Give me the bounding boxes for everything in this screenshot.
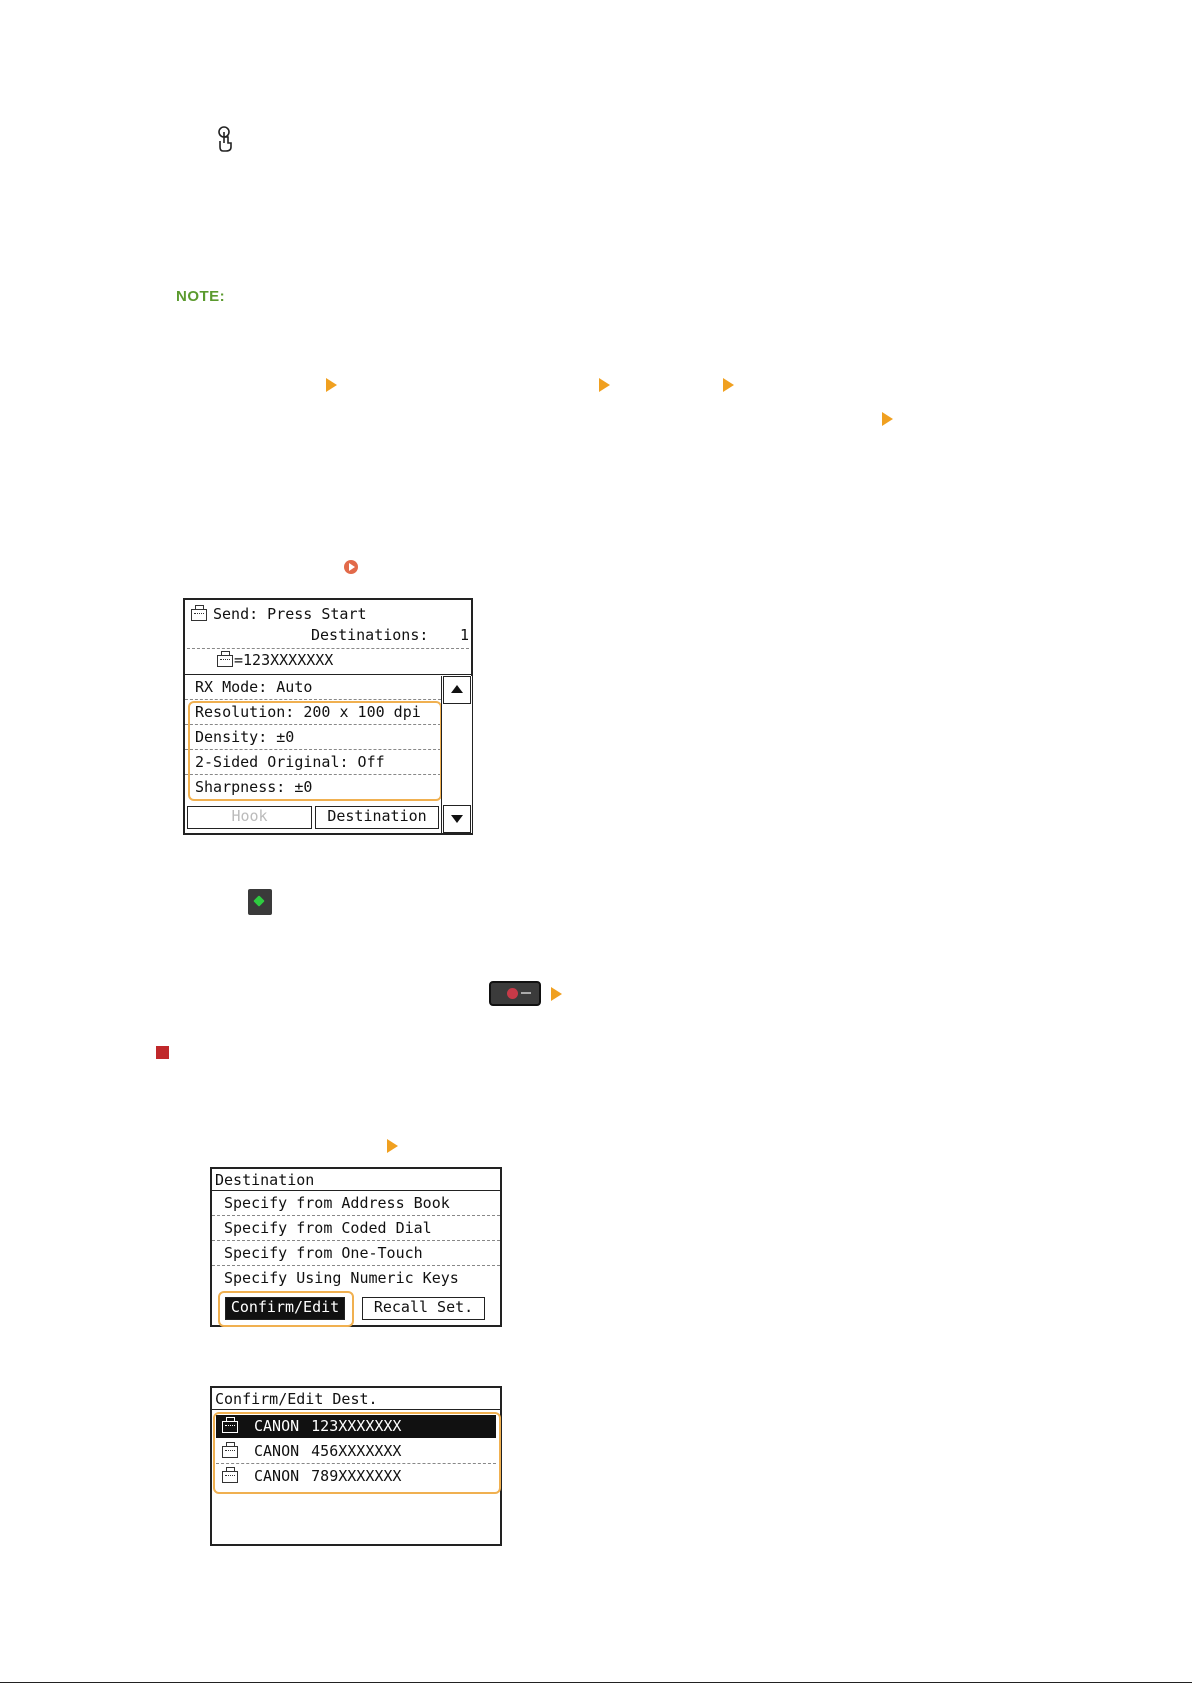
- list-item[interactable]: RX Mode: Auto: [185, 676, 441, 700]
- list-item-label: Resolution: 200 x 100 dpi: [195, 703, 421, 721]
- arrow-down-icon: [451, 815, 463, 823]
- footer-divider: [0, 1682, 1192, 1683]
- section-marker-icon: [156, 1046, 169, 1059]
- list-item-label: Sharpness: ±0: [195, 778, 313, 796]
- fax-icon: [222, 1441, 238, 1458]
- screen-title: Destination: [215, 1171, 315, 1189]
- list-item[interactable]: Density: ±0: [185, 726, 441, 750]
- step-arrow-icon: [599, 378, 610, 392]
- fax-icon: [222, 1466, 238, 1483]
- highlight-frame: [218, 1291, 354, 1327]
- destination-button[interactable]: Destination: [315, 806, 439, 829]
- fax-number: =123XXXXXXX: [234, 651, 334, 669]
- entry-number: 123XXXXXXX: [311, 1417, 402, 1435]
- recall-settings-button[interactable]: Recall Set.: [362, 1297, 485, 1320]
- entry-name: CANON: [254, 1417, 300, 1435]
- touch-hand-icon: [215, 125, 241, 153]
- confirm-edit-button[interactable]: Confirm/Edit: [225, 1297, 345, 1320]
- arrow-up-icon: [451, 685, 463, 693]
- start-key-icon: [248, 889, 272, 915]
- list-item-label: Density: ±0: [195, 728, 295, 746]
- scroll-down-button[interactable]: [443, 805, 471, 833]
- step-arrow-icon: [387, 1139, 398, 1153]
- screen-header: Send: Press Start Destinations: 1 =123XX…: [185, 600, 471, 674]
- menu-item[interactable]: Specify Using Numeric Keys: [212, 1267, 500, 1290]
- menu-item[interactable]: Specify from Address Book: [212, 1192, 500, 1216]
- menu-item-label: Specify from Coded Dial: [224, 1219, 432, 1237]
- list-item[interactable]: 2-Sided Original: Off: [185, 751, 441, 775]
- fax-icon: [222, 1416, 238, 1433]
- hook-button[interactable]: Hook: [187, 806, 312, 829]
- confirm-edit-screen: Confirm/Edit Dest. CANON 123XXXXXXX CANON…: [210, 1386, 502, 1546]
- entry-name: CANON: [254, 1442, 300, 1460]
- play-circle-icon[interactable]: [344, 560, 358, 574]
- menu-item-label: Specify Using Numeric Keys: [224, 1269, 459, 1287]
- header-text: Send: Press Start: [213, 605, 367, 623]
- menu-item-label: Specify from Address Book: [224, 1194, 450, 1212]
- destination-screen: Destination Specify from Address Book Sp…: [210, 1167, 502, 1327]
- screen-title: Confirm/Edit Dest.: [215, 1390, 378, 1408]
- destination-entry[interactable]: CANON 789XXXXXXX: [216, 1465, 496, 1488]
- destination-entry[interactable]: CANON 456XXXXXXX: [216, 1440, 496, 1464]
- step-arrow-icon: [723, 378, 734, 392]
- send-screen: Send: Press Start Destinations: 1 =123XX…: [183, 598, 473, 835]
- step-arrow-icon: [882, 412, 893, 426]
- note-label: NOTE:: [176, 288, 226, 305]
- destinations-count: 1: [460, 626, 470, 644]
- entry-number: 789XXXXXXX: [311, 1467, 402, 1485]
- list-item[interactable]: Resolution: 200 x 100 dpi: [185, 701, 441, 725]
- scrollbar[interactable]: [441, 676, 472, 833]
- fax-icon: [191, 604, 207, 621]
- step-arrow-icon: [326, 378, 337, 392]
- step-arrow-icon: [551, 987, 562, 1001]
- destination-entry[interactable]: CANON 123XXXXXXX: [216, 1415, 496, 1438]
- fax-icon: [217, 650, 233, 667]
- destinations-label: Destinations:: [311, 626, 429, 644]
- menu-item[interactable]: Specify from One-Touch: [212, 1242, 500, 1266]
- entry-name: CANON: [254, 1467, 300, 1485]
- list-item[interactable]: Sharpness: ±0: [185, 776, 441, 799]
- menu-item[interactable]: Specify from Coded Dial: [212, 1217, 500, 1241]
- list-item-label: 2-Sided Original: Off: [195, 753, 385, 771]
- scroll-up-button[interactable]: [443, 676, 471, 704]
- stop-key-icon: [489, 981, 541, 1006]
- entry-number: 456XXXXXXX: [311, 1442, 402, 1460]
- menu-item-label: Specify from One-Touch: [224, 1244, 423, 1262]
- highlight-frame: [213, 1412, 501, 1494]
- highlight-frame: [188, 701, 442, 801]
- list-item-label: RX Mode: Auto: [195, 678, 313, 696]
- settings-list: RX Mode: Auto Resolution: 200 x 100 dpi …: [185, 676, 441, 804]
